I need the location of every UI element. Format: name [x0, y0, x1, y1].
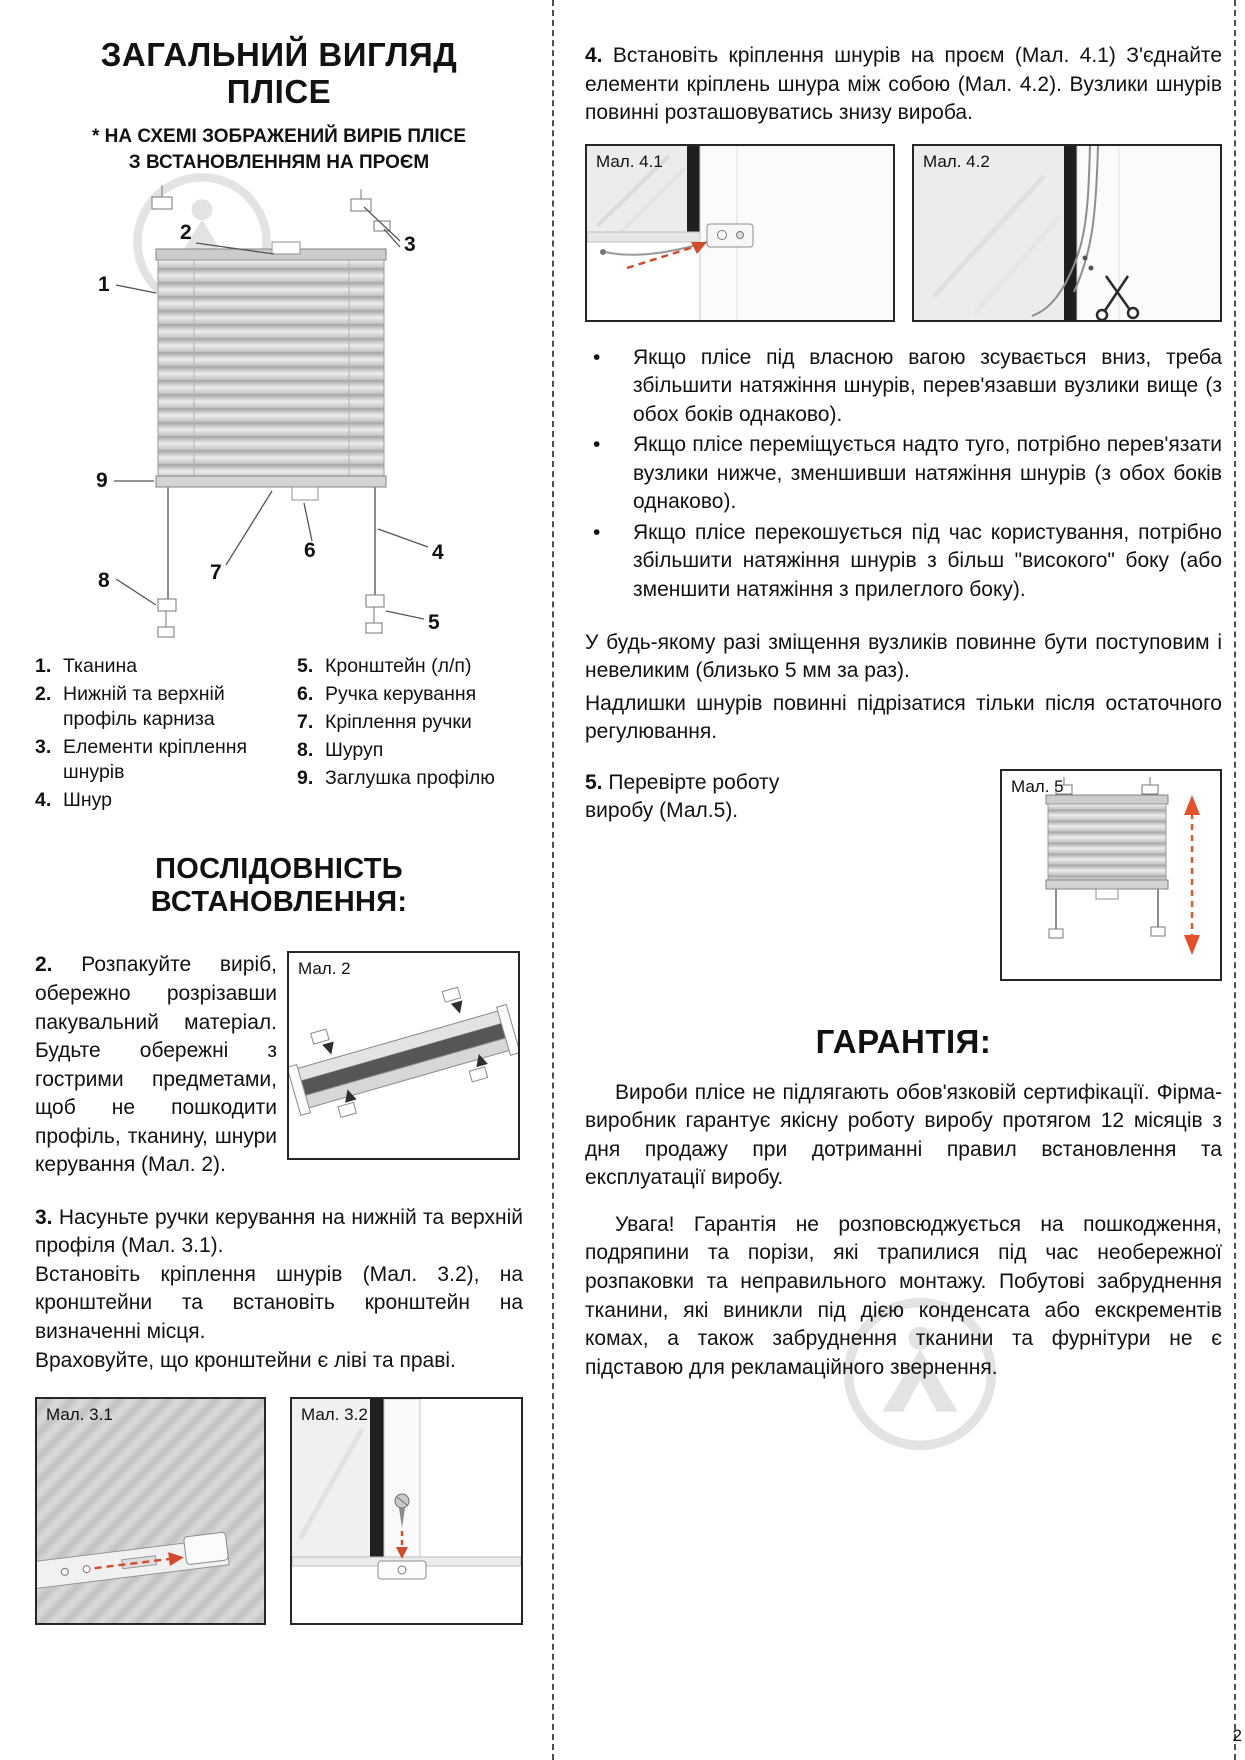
figure-2: Мал. 2 [287, 951, 520, 1161]
page-number: 2 [1232, 1726, 1242, 1745]
watermark-logo [836, 1290, 1004, 1463]
bracket-screw-drawing [292, 1399, 521, 1624]
figure-label: Мал. 4.2 [923, 151, 990, 171]
left-column: ЗАГАЛЬНИЙ ВИГЛЯД ПЛІСЕ * НА СХЕМІ ЗОБРАЖ… [35, 36, 523, 1626]
figure-4-1: Мал. 4.1 [585, 143, 895, 322]
page-edge-divider [1234, 0, 1236, 1760]
figure-label: Мал. 4.1 [596, 151, 663, 171]
cord-trim-drawing [914, 145, 1220, 320]
legend-item: 6. Ручка керування [297, 682, 477, 705]
adjustment-notes: У будь-якому разі зміщення вузликів пови… [585, 629, 1222, 747]
screw-icon [394, 1493, 410, 1529]
legend-item: 8. Шуруп [297, 738, 384, 761]
legend-item: 4. Шнур [35, 788, 113, 811]
step-3-paragraph: 3. Насуньте ручки керування на нижній та… [35, 1205, 523, 1372]
red-arrow-icon [94, 1557, 171, 1570]
legend-item: 9. Заглушка профілю [297, 766, 495, 789]
adjustment-bullet: • Якщо плісе під власною вагою зсуваєтьс… [585, 344, 1222, 430]
bullet-icon: • [593, 520, 601, 544]
figure-4-2: Мал. 4.2 [912, 143, 1222, 322]
operation-check-drawing [1045, 776, 1200, 955]
doc-subtitle: * НА СХЕМІ ЗОБРАЖЕНИЙ ВИРІБ ПЛІСЕ З ВСТА… [91, 125, 467, 174]
part-number-2: 2 [180, 221, 192, 244]
adjustment-bullet: • Якщо плісе переміщується надто туго, п… [585, 431, 1222, 517]
step-4-paragraph: 4. Встановіть кріплення шнурів на проєм … [585, 44, 1222, 125]
warranty-paragraph: Увага! Гарантія не розповсюджується на п… [585, 1212, 1222, 1379]
legend-item: 5. Кронштейн (л/п) [297, 654, 472, 677]
packed-blind-drawing [289, 987, 518, 1119]
cord-bracket-icon [706, 223, 754, 248]
doc-title: ЗАГАЛЬНИЙ ВИГЛЯД ПЛІСЕ [100, 36, 458, 111]
figure-3-1: Мал. 3.1 [35, 1397, 266, 1626]
part-number-6: 6 [304, 539, 316, 562]
step-5-paragraph: 5. Перевірте роботу виробу (Мал.5). [585, 770, 780, 823]
figure-label: Мал. 2 [298, 959, 351, 979]
figure-label: Мал. 3.1 [46, 1405, 113, 1425]
red-arrow-icon [626, 244, 698, 269]
parts-legend: 1. Тканина 2. Нижній та верхній профіль … [35, 654, 523, 816]
part-number-9: 9 [96, 469, 108, 492]
handle-icon [291, 486, 319, 501]
part-number-3: 3 [404, 233, 416, 256]
figure-label: Мал. 3.2 [301, 1405, 368, 1425]
right-column: 4. Встановіть кріплення шнурів на проєм … [585, 42, 1222, 1382]
note-paragraph: Надлишки шнурів повинні підрізатися тіль… [585, 691, 1222, 744]
legend-item: 3. Елементи кріплення шнурів [35, 735, 248, 783]
bullet-icon: • [593, 345, 601, 369]
legend-item: 7. Кріплення ручки [297, 710, 472, 733]
handle-install-drawing [37, 1399, 264, 1624]
diagram-part-numbers: 1 2 3 4 5 6 7 8 9 [96, 221, 444, 634]
bottom-bracket-icons [157, 594, 385, 638]
part-number-1: 1 [98, 273, 110, 296]
part-number-7: 7 [210, 561, 222, 584]
part-number-5: 5 [428, 611, 440, 634]
figure-label: Мал. 5 [1011, 776, 1064, 796]
cord-clip-drawing [587, 145, 893, 320]
figure-5: Мал. 5 [1000, 768, 1222, 981]
install-heading: ПОСЛІДОВНІСТЬ ВСТАНОВЛЕННЯ: [150, 853, 408, 919]
pleated-blind-diagram: 1 2 3 4 5 6 7 8 9 [44, 181, 514, 652]
legend-item: 2. Нижній та верхній профіль карниза [35, 682, 225, 730]
up-down-arrow-icon [1184, 794, 1200, 955]
column-divider [552, 0, 554, 1760]
adjustment-bullet: • Якщо плісе перекошується під час корис… [585, 519, 1222, 605]
step-2-paragraph: 2. Розпакуйте виріб, обережно розрізавши… [35, 953, 277, 1177]
warranty-paragraph: Вироби плісе не підлягають обов'язковій … [585, 1080, 1222, 1190]
note-paragraph: У будь-якому разі зміщення вузликів пови… [585, 630, 1222, 683]
part-number-8: 8 [98, 569, 110, 592]
bullet-icon: • [593, 433, 601, 457]
part-number-4: 4 [432, 541, 444, 564]
assembly-arrow-icons [322, 1000, 488, 1104]
adjustment-bullets: • Якщо плісе під власною вагою зсуваєтьс… [585, 344, 1222, 605]
figure-3-2: Мал. 3.2 [290, 1397, 523, 1626]
legend-item: 1. Тканина [35, 654, 138, 677]
scissors-icon [1095, 274, 1140, 320]
warranty-heading: ГАРАНТІЯ: [815, 1022, 992, 1060]
